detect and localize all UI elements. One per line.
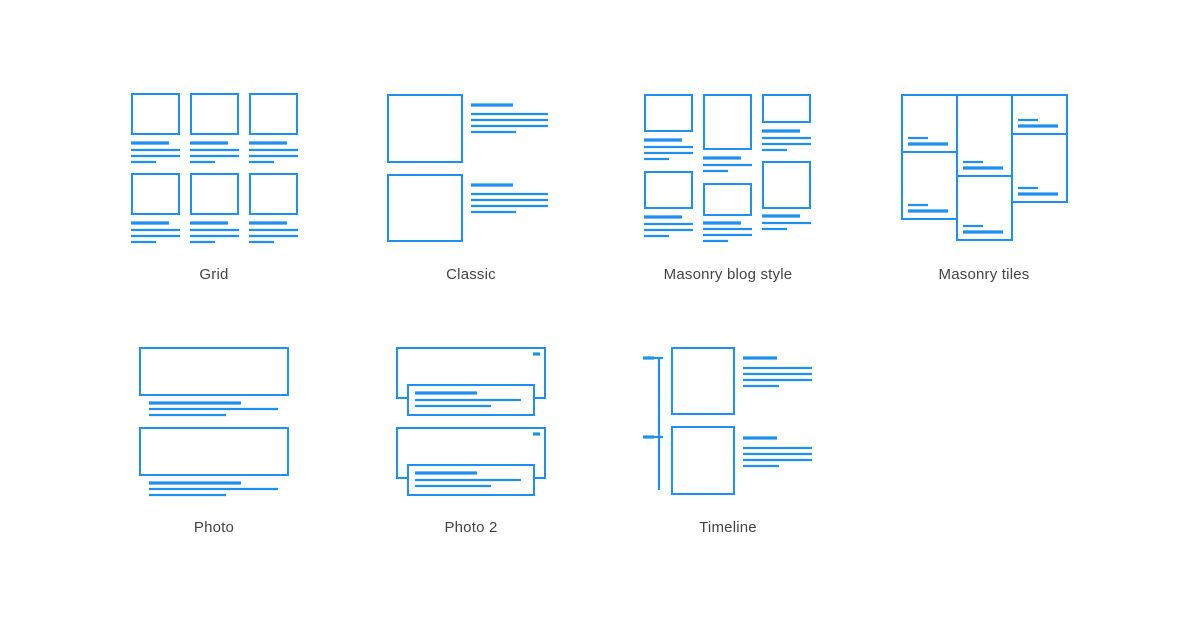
- layout-option-masonry-blog[interactable]: Masonry blog style: [618, 92, 838, 292]
- masonry-tiles-layout-icon: [874, 92, 1094, 252]
- layout-option-photo-2[interactable]: Photo 2: [361, 345, 581, 545]
- grid-layout-icon: [104, 92, 324, 252]
- layout-label-masonry-blog: Masonry blog style: [663, 266, 793, 283]
- layout-option-masonry-tiles[interactable]: Masonry tiles: [874, 92, 1094, 292]
- layout-label-photo-2: Photo 2: [444, 519, 498, 536]
- classic-layout-icon: [361, 92, 581, 252]
- masonry-blog-layout-icon: [618, 92, 838, 252]
- timeline-layout-icon: [618, 345, 838, 505]
- layout-label-photo: Photo: [193, 519, 235, 536]
- layout-label-masonry-tiles: Masonry tiles: [938, 266, 1030, 283]
- layout-label-grid: Grid: [199, 266, 229, 283]
- layout-option-photo[interactable]: Photo: [104, 345, 324, 545]
- layout-label-timeline: Timeline: [699, 519, 757, 536]
- layout-option-timeline[interactable]: Timeline: [618, 345, 838, 545]
- photo-2-layout-icon: [361, 345, 581, 505]
- photo-layout-icon: [104, 345, 324, 505]
- layout-option-classic[interactable]: Classic: [361, 92, 581, 292]
- layout-label-classic: Classic: [446, 266, 496, 283]
- layout-option-grid[interactable]: Grid: [104, 92, 324, 292]
